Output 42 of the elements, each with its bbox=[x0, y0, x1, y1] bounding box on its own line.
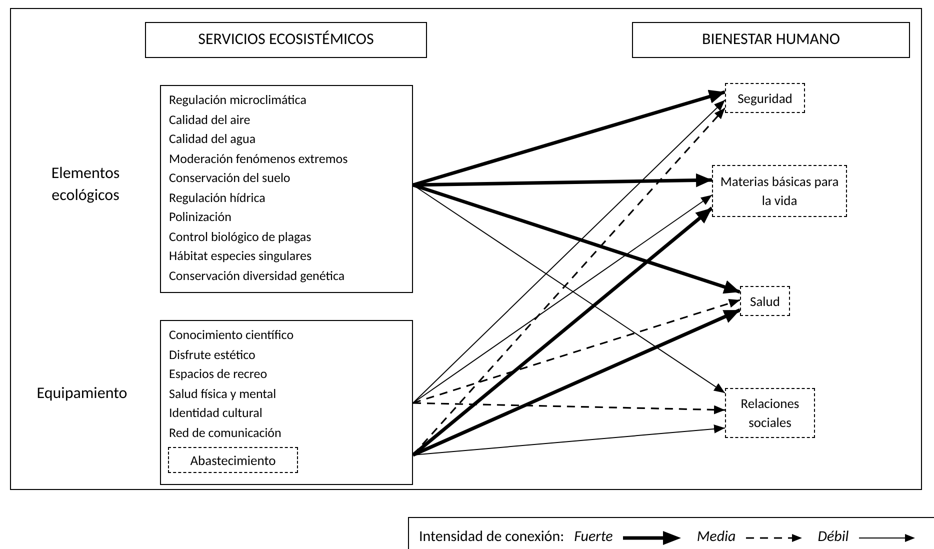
box-text: Relaciones sociales bbox=[740, 394, 800, 432]
heading-text: SERVICIOS ECOSISTÉMICOS bbox=[198, 29, 374, 51]
list-item: Identidad cultural bbox=[169, 405, 264, 423]
list-box bbox=[160, 85, 413, 293]
list-item: Regulación hídrica bbox=[169, 190, 266, 208]
dashed-box bbox=[725, 83, 805, 113]
arrow bbox=[412, 402, 726, 414]
list-item: Control biológico de plagas bbox=[169, 228, 312, 246]
dashed-box bbox=[740, 286, 790, 316]
list-item: Espacios de recreo bbox=[169, 366, 268, 384]
list-item: Conservación diversidad genética bbox=[169, 268, 346, 286]
heading-box bbox=[632, 22, 910, 58]
list-item: Disfrute estético bbox=[169, 346, 256, 364]
legend-text: Débil bbox=[818, 527, 849, 548]
box-text: Materias básicas para la vida bbox=[719, 172, 840, 210]
box-text: Abastecimiento bbox=[190, 450, 276, 470]
dashed-box bbox=[168, 447, 298, 473]
list-item: Calidad del agua bbox=[169, 131, 257, 149]
dashed-box bbox=[712, 165, 847, 217]
list-item: Regulación microclimática bbox=[169, 92, 308, 110]
list-item: Red de comunicación bbox=[169, 424, 282, 442]
list-item: Hábitat especies singulares bbox=[169, 248, 313, 266]
dashed-box bbox=[725, 388, 815, 438]
list-box bbox=[160, 320, 413, 485]
row-label-text: Equipamiento bbox=[36, 383, 128, 405]
list-item: Calidad del aire bbox=[169, 112, 252, 130]
box-text: Salud bbox=[750, 292, 780, 310]
legend-title: Intensidad de conexión: bbox=[419, 527, 564, 548]
heading-text: BIENESTAR HUMANO bbox=[702, 29, 840, 51]
list-item: Salud física y mental bbox=[169, 386, 278, 404]
arrow bbox=[412, 299, 740, 404]
box-text: Seguridad bbox=[738, 88, 792, 108]
list-item: Conservación del suelo bbox=[169, 170, 292, 188]
list-item: Polinización bbox=[169, 209, 232, 227]
heading-box bbox=[145, 22, 427, 58]
arrow bbox=[412, 308, 741, 457]
list-item: Conocimiento científico bbox=[169, 327, 295, 345]
legend-text: Fuerte bbox=[574, 527, 613, 548]
arrow bbox=[412, 100, 726, 404]
row-label-text: Elementos ecológicos bbox=[50, 163, 121, 207]
list-item: Moderación fenómenos extremos bbox=[169, 150, 349, 168]
legend-text: Media bbox=[696, 527, 736, 548]
